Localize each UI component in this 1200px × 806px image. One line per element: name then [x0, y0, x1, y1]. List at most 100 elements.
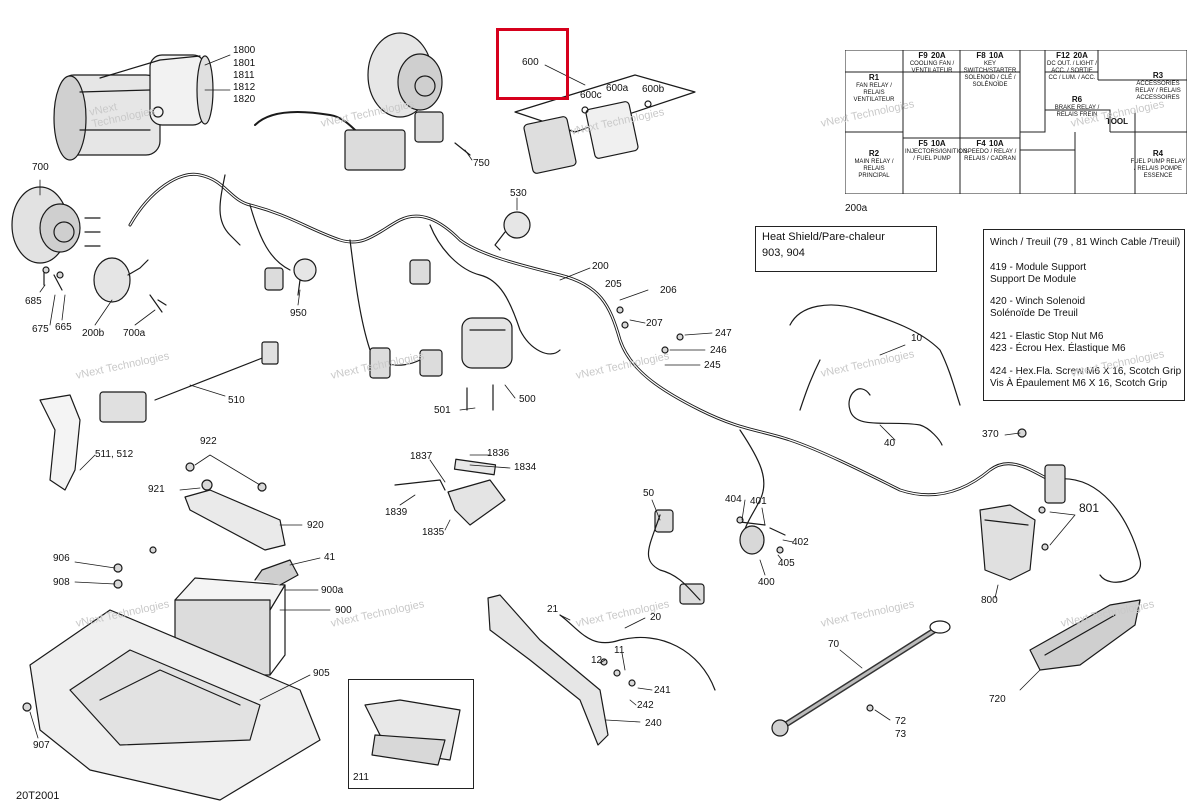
- callout-200[interactable]: 200: [592, 261, 609, 272]
- bolt-750[interactable]: [454, 142, 471, 156]
- sensor-cable-50[interactable]: [647, 514, 701, 601]
- callout-246[interactable]: 246: [710, 345, 727, 356]
- relay-bracket-1835[interactable]: [394, 458, 506, 526]
- heat-shield-part[interactable]: [364, 699, 461, 766]
- callout-800[interactable]: 800: [981, 595, 998, 606]
- callout-72[interactable]: 72: [895, 716, 907, 727]
- callout-245[interactable]: 245: [704, 360, 721, 371]
- harness-connector[interactable]: [679, 583, 705, 605]
- callout-906[interactable]: 906: [53, 553, 70, 564]
- callout-40[interactable]: 40: [884, 438, 896, 449]
- callout-908[interactable]: 908: [53, 577, 70, 588]
- callout-50[interactable]: 50: [643, 488, 655, 499]
- callout-950[interactable]: 950: [290, 308, 307, 319]
- sensor-530-part[interactable]: [494, 211, 531, 251]
- bracket-511[interactable]: [39, 394, 81, 491]
- callout-700a[interactable]: 700a: [123, 328, 146, 339]
- callout-801[interactable]: 801: [1079, 501, 1100, 515]
- ground-cable-part[interactable]: [99, 341, 279, 423]
- mounting-bracket-240[interactable]: [487, 594, 716, 746]
- main-wiring-harness[interactable]: [128, 111, 1141, 583]
- ecm-module-part[interactable]: [514, 74, 696, 174]
- callout-1837[interactable]: 1837: [410, 451, 433, 462]
- callout-510[interactable]: 510: [228, 395, 245, 406]
- callout-1800[interactable]: 1800: [233, 45, 256, 56]
- callout-1834[interactable]: 1834: [514, 462, 537, 473]
- callout-41[interactable]: 41: [324, 552, 336, 563]
- callout-665[interactable]: 665: [55, 322, 72, 333]
- callout-900a[interactable]: 900a: [321, 585, 344, 596]
- callout-685[interactable]: 685: [25, 296, 42, 307]
- callout-1835[interactable]: 1835: [422, 527, 445, 538]
- callout-247[interactable]: 247: [715, 328, 732, 339]
- harness-connector[interactable]: [419, 349, 443, 377]
- cooling-fan-part[interactable]: [367, 32, 443, 118]
- battery-tray-part[interactable]: [29, 609, 321, 801]
- callout-500[interactable]: 500: [519, 394, 536, 405]
- callout-921[interactable]: 921: [148, 484, 165, 495]
- callout-401[interactable]: 401: [750, 496, 767, 507]
- callout-1812[interactable]: 1812: [233, 82, 256, 93]
- callout-600b[interactable]: 600b: [642, 84, 665, 95]
- solenoid-400-part[interactable]: [739, 521, 786, 555]
- fuse-box-housing[interactable]: [344, 129, 406, 171]
- callout-10[interactable]: 10: [911, 333, 923, 344]
- callout-922[interactable]: 922: [200, 436, 217, 447]
- harness-connector[interactable]: [369, 347, 391, 379]
- callout-242[interactable]: 242: [637, 700, 654, 711]
- callout-530[interactable]: 530: [510, 188, 527, 199]
- callout-1839[interactable]: 1839: [385, 507, 408, 518]
- callout-200a[interactable]: 200a: [845, 203, 868, 214]
- callout-501[interactable]: 501: [434, 405, 451, 416]
- callout-73[interactable]: 73: [895, 729, 907, 740]
- callout-920[interactable]: 920: [307, 520, 324, 531]
- key-switch-part[interactable]: [293, 258, 317, 296]
- callout-1801[interactable]: 1801: [233, 58, 256, 69]
- light-bulb-socket-part[interactable]: [93, 257, 167, 313]
- battery-cable-40[interactable]: [848, 388, 943, 446]
- callout-370[interactable]: 370: [982, 429, 999, 440]
- callout-211[interactable]: 211: [353, 772, 369, 783]
- callout-70[interactable]: 70: [828, 639, 840, 650]
- callout-1836[interactable]: 1836: [487, 448, 510, 459]
- harness-connector[interactable]: [1044, 464, 1066, 504]
- callout-241[interactable]: 241: [654, 685, 671, 696]
- callout-907[interactable]: 907: [33, 740, 50, 751]
- callout-600a[interactable]: 600a: [606, 83, 629, 94]
- battery-holddown-920[interactable]: [184, 489, 286, 551]
- callout-400[interactable]: 400: [758, 577, 775, 588]
- callout-200b[interactable]: 200b: [82, 328, 105, 339]
- callout-750[interactable]: 750: [473, 158, 490, 169]
- callout-402[interactable]: 402: [792, 537, 809, 548]
- callout-511-512[interactable]: 511, 512: [95, 449, 134, 460]
- module-800-part[interactable]: [979, 504, 1036, 581]
- callout-720[interactable]: 720: [989, 694, 1006, 705]
- callout-600[interactable]: 600: [522, 57, 539, 68]
- callout-21[interactable]: 21: [547, 604, 559, 615]
- callout-905[interactable]: 905: [313, 668, 330, 679]
- callout-1811[interactable]: 1811: [233, 70, 255, 81]
- harness-connector[interactable]: [414, 111, 444, 143]
- callout-11[interactable]: 11: [614, 645, 625, 656]
- headlight-part[interactable]: [11, 186, 101, 291]
- callout-700[interactable]: 700: [32, 162, 49, 173]
- winch-solenoid-part[interactable]: [461, 317, 513, 411]
- actuator-70-part[interactable]: [771, 620, 951, 737]
- callout-12[interactable]: 12: [591, 655, 603, 666]
- battery-cable-10[interactable]: [789, 304, 961, 411]
- callout-600c[interactable]: 600c: [580, 90, 602, 101]
- callout-240[interactable]: 240: [645, 718, 662, 729]
- callout-675[interactable]: 675: [32, 324, 49, 335]
- callout-20[interactable]: 20: [650, 612, 662, 623]
- callout-900[interactable]: 900: [335, 605, 352, 616]
- callout-404[interactable]: 404: [725, 494, 742, 505]
- callout-1820[interactable]: 1820: [233, 94, 256, 105]
- callout-205[interactable]: 205: [605, 279, 622, 290]
- callout-206[interactable]: 206: [660, 285, 677, 296]
- callout-207[interactable]: 207: [646, 318, 663, 329]
- callout-405[interactable]: 405: [778, 558, 795, 569]
- harness-connector[interactable]: [264, 267, 284, 291]
- harness-connector[interactable]: [409, 259, 431, 285]
